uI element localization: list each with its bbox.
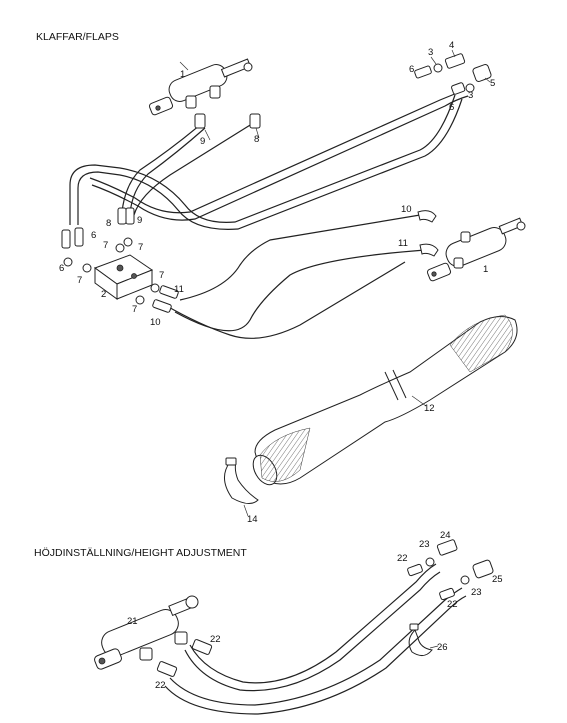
callout-4: 4 (449, 40, 454, 51)
callout-12: 12 (424, 403, 435, 414)
callout-1-right: 1 (483, 264, 488, 275)
callout-26: 26 (437, 642, 448, 653)
cylinder-top (148, 58, 253, 116)
callout-10-a: 10 (401, 204, 412, 215)
callout-5: 5 (490, 78, 495, 89)
callout-6-b: 6 (449, 102, 454, 113)
manifold-block (61, 207, 179, 313)
callout-6-a: 6 (409, 64, 414, 75)
callout-9-a: 9 (200, 136, 205, 147)
callout-3-b: 3 (468, 90, 473, 101)
cylinder-height (94, 595, 213, 677)
callout-23-b: 23 (471, 587, 482, 598)
callout-11-b: 11 (174, 284, 184, 295)
callout-10-b: 10 (150, 317, 161, 328)
couplings-top-right (414, 49, 492, 95)
callout-6-c: 6 (91, 230, 96, 241)
callout-6-d: 6 (59, 263, 64, 274)
couplings-height (407, 539, 494, 601)
cylinder-right (417, 210, 526, 282)
callout-22-c: 22 (210, 634, 221, 645)
callout-8-b: 8 (106, 218, 111, 229)
cable-tie-small (408, 623, 439, 656)
callout-24: 24 (440, 530, 451, 541)
callout-11-a: 11 (398, 238, 408, 249)
callout-7-b: 7 (138, 242, 143, 253)
callout-14: 14 (247, 514, 258, 525)
cable-tie (224, 457, 259, 517)
callout-23-a: 23 (419, 539, 430, 550)
callout-22-b: 22 (447, 599, 458, 610)
callout-9-b: 9 (137, 215, 142, 226)
callout-7-a: 7 (103, 240, 108, 251)
callout-3-a: 3 (428, 47, 433, 58)
protective-sleeve (252, 314, 518, 486)
callout-22-a: 22 (397, 553, 408, 564)
callout-21: 21 (127, 616, 138, 627)
height-adjustment-section-title: HÖJDINSTÄLLNING/HEIGHT ADJUSTMENT (34, 547, 247, 559)
flaps-section-title: KLAFFAR/FLAPS (36, 31, 119, 43)
flaps-hose-lines (69, 89, 469, 339)
callout-labels: 1 1 2 3 3 4 5 6 6 6 6 7 7 7 7 7 8 8 9 9 … (59, 40, 503, 691)
callout-7-e: 7 (132, 304, 137, 315)
callout-7-c: 7 (77, 275, 82, 286)
callout-25: 25 (492, 574, 503, 585)
fittings-8-9-top (194, 113, 261, 141)
callout-2: 2 (101, 289, 106, 300)
callout-1-top: 1 (180, 69, 185, 80)
callout-7-d: 7 (159, 270, 164, 281)
callout-22-d: 22 (155, 680, 166, 691)
callout-8-a: 8 (254, 134, 259, 145)
